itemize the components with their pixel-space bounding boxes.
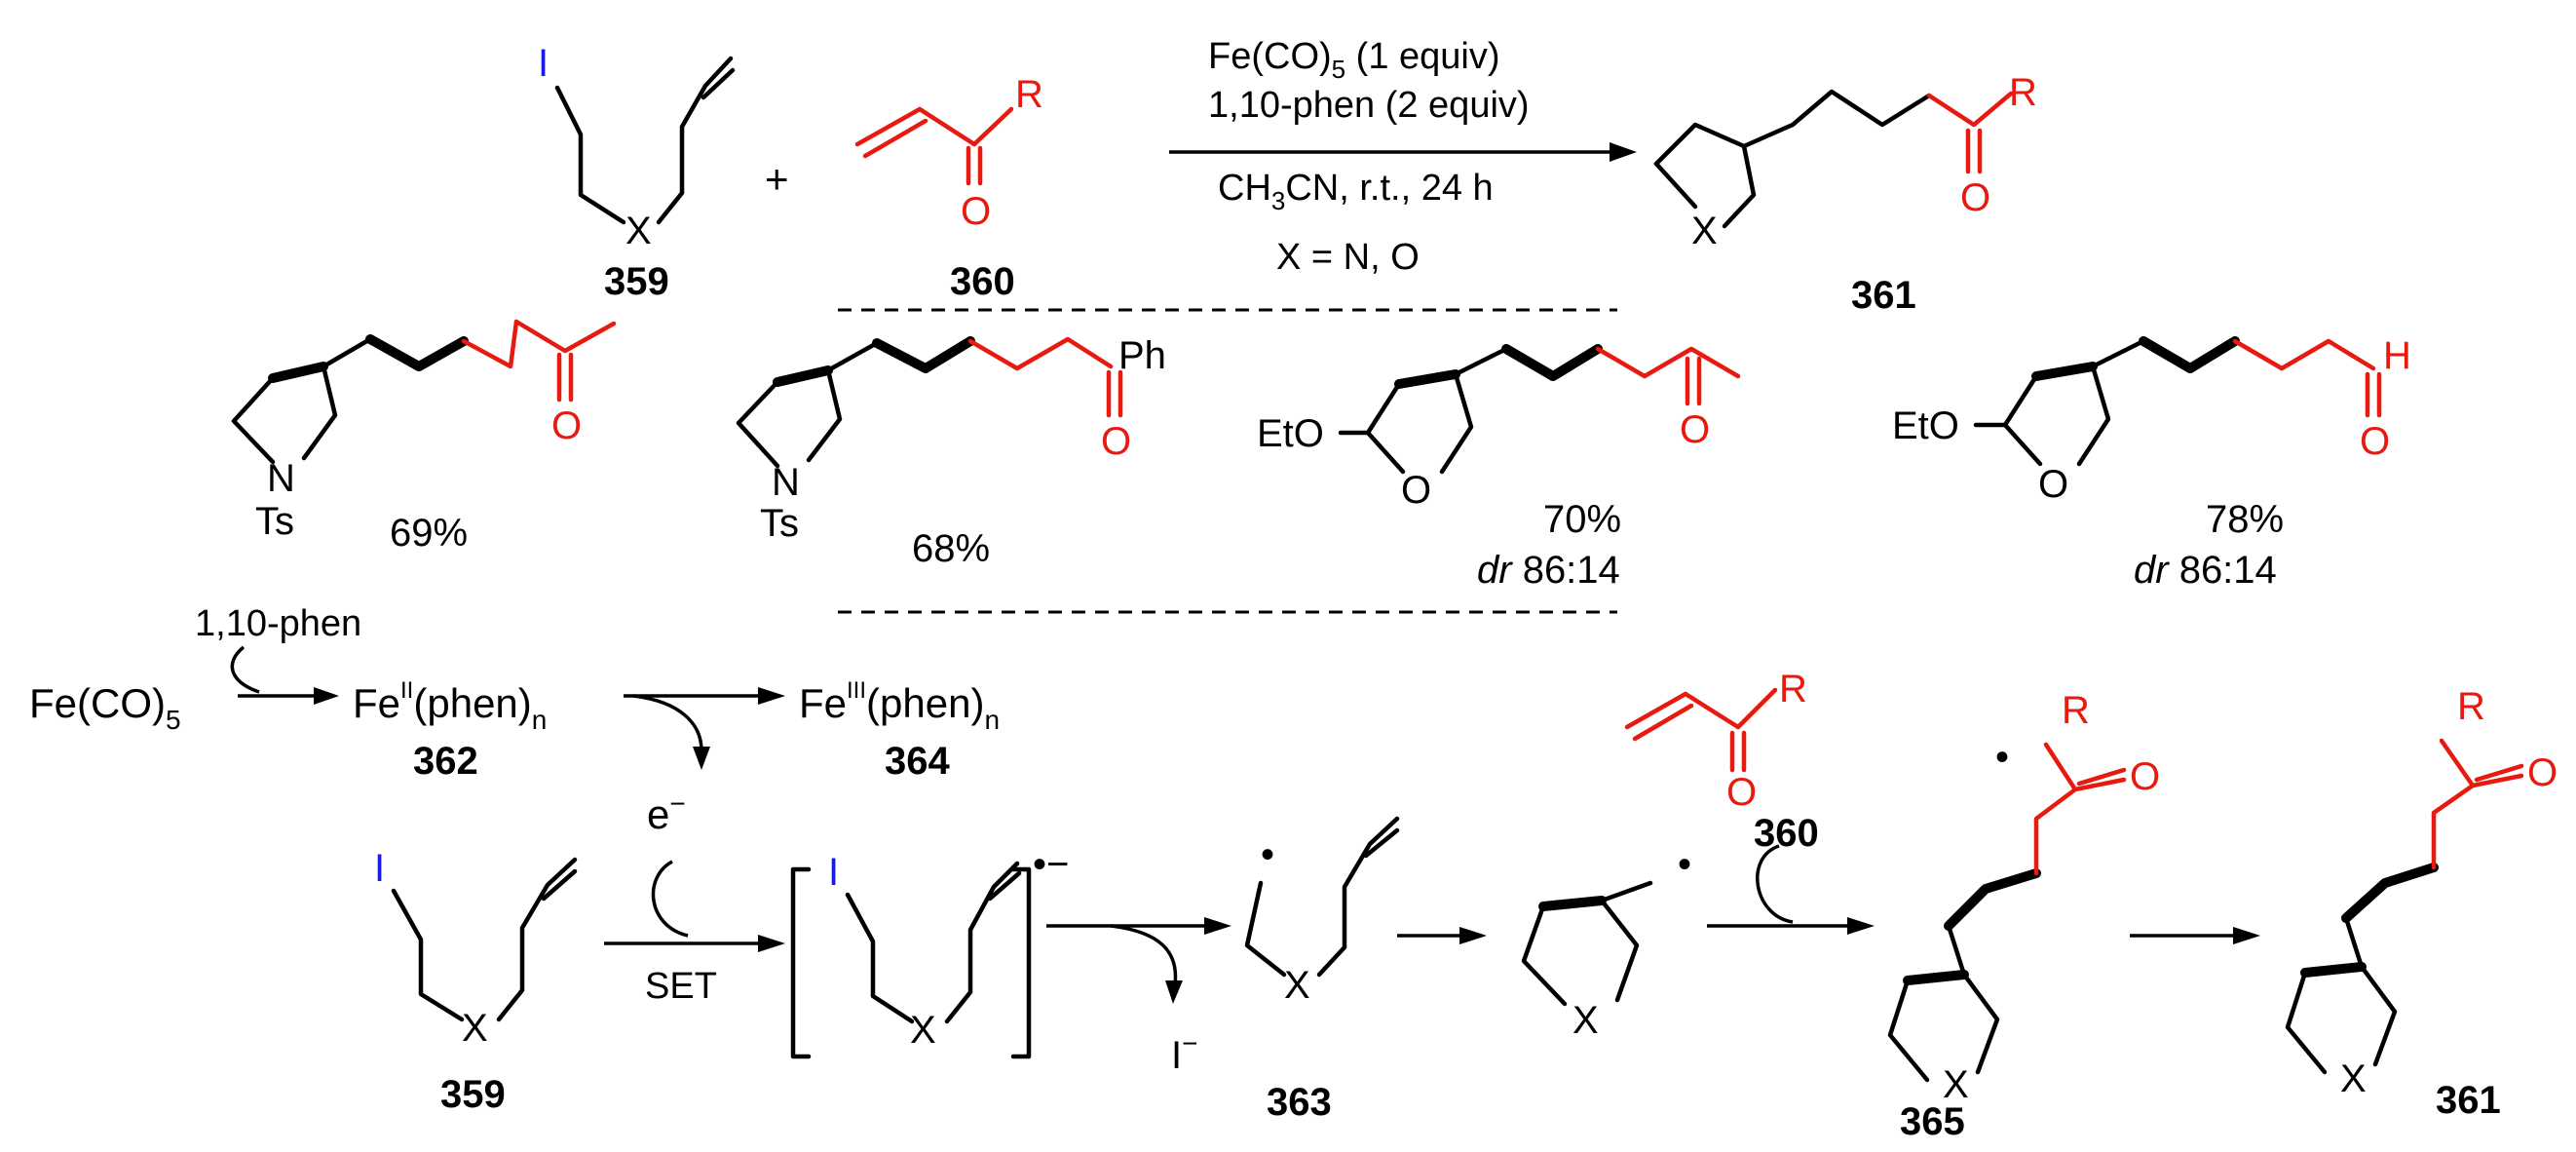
- carbonyl-oxygen: O: [1680, 408, 1710, 451]
- carbonyl-oxygen: O: [1960, 176, 1990, 219]
- x-atom-ring: X: [1691, 210, 1718, 252]
- x-atom: X: [1572, 999, 1599, 1042]
- ethoxy-group: EtO: [1257, 412, 1324, 455]
- radical-dot: •: [1678, 843, 1691, 886]
- compound-360-top: R O 360: [854, 73, 1043, 303]
- compound-label-364: 364: [885, 740, 950, 783]
- compound-label-363: 363: [1267, 1081, 1332, 1124]
- x-atom: X: [625, 210, 652, 252]
- iodide-ion: I−: [1171, 1028, 1197, 1077]
- compound-359-bottom: I X 359: [374, 847, 578, 1116]
- x-atom: X: [1943, 1063, 1969, 1106]
- yield-1: 69%: [390, 512, 468, 555]
- compound-360-bottom: R O 360: [1624, 668, 1819, 855]
- example-2: N Ts Ph O 68%: [736, 334, 1166, 570]
- dr-4: dr 86:14: [2134, 549, 2277, 592]
- iodine-atom: I: [828, 851, 839, 894]
- carbonyl-oxygen: O: [2130, 755, 2160, 798]
- ring-oxygen: O: [2038, 463, 2068, 506]
- example-1: N Ts O 69%: [231, 319, 617, 555]
- example-4: EtO O H O 78% dr 86:14: [1892, 334, 2411, 592]
- radical-anion-charge: •−: [1033, 843, 1069, 886]
- nitrogen-atom: N: [772, 461, 800, 504]
- radical-dot: •: [1261, 833, 1274, 876]
- cyclized-radical: X •: [1521, 843, 1691, 1042]
- iodine-atom: I: [538, 42, 549, 85]
- compound-label-360: 360: [1754, 812, 1819, 855]
- phen-label: 1,10-phen: [195, 603, 361, 644]
- x-atom: X: [1284, 964, 1310, 1007]
- tosyl-group: Ts: [255, 500, 294, 543]
- compound-label-365: 365: [1900, 1100, 1965, 1143]
- condition-line-3: CH3CN, r.t., 24 h: [1218, 168, 1494, 215]
- carbonyl-oxygen: O: [1101, 420, 1131, 463]
- carbonyl-oxygen: O: [2360, 420, 2390, 463]
- iodine-atom: I: [374, 847, 385, 890]
- yield-3: 70%: [1543, 498, 1621, 541]
- carbonyl-oxygen: O: [961, 190, 991, 233]
- compound-label-361: 361: [1851, 274, 1916, 317]
- x-atom: X: [462, 1007, 488, 1050]
- r-group: R: [2062, 689, 2090, 732]
- r-group: R: [1015, 73, 1043, 116]
- electron: e−: [647, 788, 686, 837]
- set-label: SET: [645, 966, 717, 1007]
- ethoxy-group: EtO: [1892, 404, 1959, 447]
- compound-361-bottom: X R O 361: [2285, 685, 2557, 1122]
- yield-2: 68%: [912, 527, 990, 570]
- ring-oxygen: O: [1401, 469, 1431, 512]
- carbonyl-oxygen: O: [551, 404, 582, 447]
- condition-line-1: Fe(CO)5 (1 equiv): [1208, 36, 1500, 84]
- x-atom: X: [2340, 1057, 2367, 1100]
- iodide-loss: I−: [1046, 917, 1231, 1077]
- phenyl-group: Ph: [1118, 334, 1166, 377]
- compound-label-359: 359: [604, 260, 669, 303]
- dr-3: dr 86:14: [1477, 549, 1620, 592]
- aldehyde-hydrogen: H: [2383, 334, 2411, 377]
- compound-363: • X 363: [1244, 816, 1400, 1124]
- tosyl-group: Ts: [760, 502, 799, 545]
- condition-line-4: X = N, O: [1276, 237, 1420, 278]
- r-group: R: [2457, 685, 2485, 728]
- reaction-conditions: Fe(CO)5 (1 equiv) 1,10-phen (2 equiv) CH…: [1169, 36, 1637, 278]
- example-3: EtO O O 70% dr 86:14: [1257, 344, 1741, 592]
- fe2-complex: FeII(phen)n: [353, 677, 547, 735]
- mechanism-iron: 1,10-phen Fe(CO)5 FeII(phen)n 362 FeIII(…: [29, 603, 1000, 837]
- compound-label-359: 359: [440, 1073, 506, 1116]
- fe-co5: Fe(CO)5: [29, 680, 181, 735]
- compound-365: X • R O 365: [1887, 689, 2160, 1143]
- x-atom: X: [910, 1009, 936, 1052]
- fe3-complex: FeIII(phen)n: [799, 677, 1000, 735]
- compound-label-360: 360: [950, 260, 1015, 303]
- compound-361-top: X R O 361: [1653, 71, 2037, 317]
- nitrogen-atom: N: [267, 457, 295, 500]
- r-group: R: [1779, 668, 1807, 710]
- compound-label-362: 362: [413, 740, 478, 783]
- set-step: SET: [604, 860, 785, 1007]
- condition-line-2: 1,10-phen (2 equiv): [1208, 85, 1530, 126]
- carbonyl-oxygen: O: [1726, 771, 1757, 814]
- radical-dot: •: [1995, 736, 2009, 779]
- plus-sign: +: [765, 156, 789, 202]
- radical-anion-intermediate: •− I X: [790, 843, 1069, 1059]
- compound-label-361: 361: [2436, 1079, 2501, 1122]
- carbonyl-oxygen: O: [2527, 751, 2557, 794]
- compound-359-top: I X 359: [538, 42, 736, 303]
- yield-4: 78%: [2206, 498, 2284, 541]
- r-group: R: [2009, 71, 2037, 114]
